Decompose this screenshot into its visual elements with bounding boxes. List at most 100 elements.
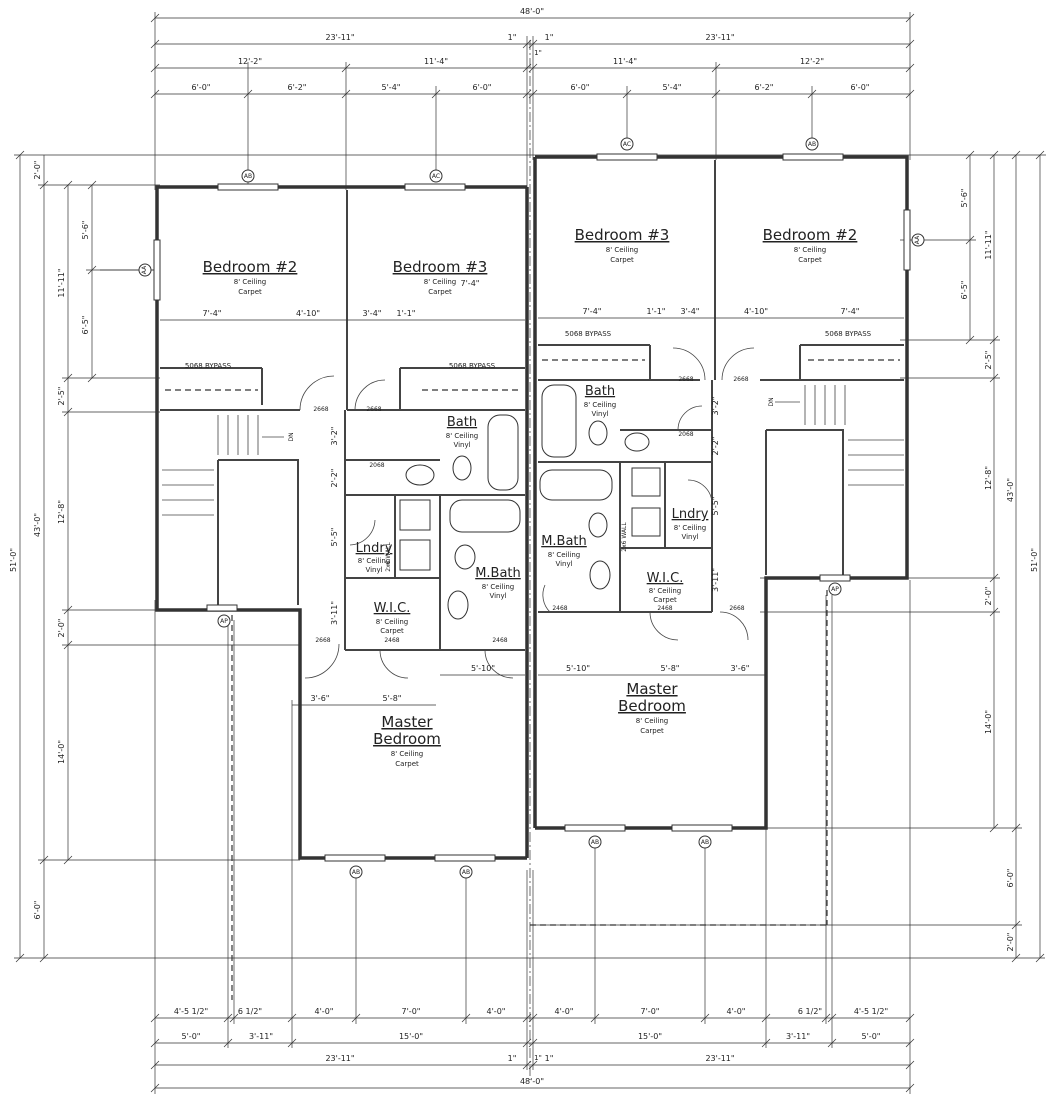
room-wic-left: W.I.C. bbox=[374, 601, 411, 616]
dim-int: 2'-2" bbox=[330, 469, 339, 488]
washer bbox=[631, 467, 661, 497]
room-master-bath-right: M.Bath bbox=[541, 534, 587, 549]
dim-right-d: 2'-0" bbox=[984, 587, 993, 606]
window bbox=[671, 824, 733, 832]
dim-int: 3'-4" bbox=[681, 307, 700, 316]
floor-label: Carpet bbox=[380, 627, 404, 635]
dim-top-s5: 6'-0" bbox=[571, 83, 590, 92]
window bbox=[903, 209, 911, 271]
room-master-left: Master bbox=[381, 713, 433, 731]
room-bedroom-2-left: Bedroom #2 bbox=[203, 258, 298, 276]
wall-note: 2x6 WALL bbox=[385, 542, 392, 572]
door-tag: 2468 bbox=[492, 637, 507, 644]
ceiling-label: 8' Ceiling bbox=[358, 557, 391, 565]
room-master-bath-left: M.Bath bbox=[475, 566, 521, 581]
dim-int: 5'-8" bbox=[661, 664, 680, 673]
dim-bot-c1: 23'-11" bbox=[325, 1054, 354, 1063]
dryer bbox=[631, 507, 661, 537]
dim-right-a: 11'-11" bbox=[984, 230, 993, 259]
dim-int: 4'-10" bbox=[744, 307, 768, 316]
dim-left-e: 14'-0" bbox=[57, 740, 66, 764]
left-dimensions: 51'-0" 43'-0" 2'-0" 11'-11" 5'-6" 6'-5" … bbox=[9, 150, 1045, 963]
dim-bot-b2: 3'-11" bbox=[249, 1032, 273, 1041]
dim-top-l-b: 11'-4" bbox=[424, 57, 448, 66]
party-wall-note: 1" bbox=[534, 1054, 542, 1062]
door-tag: 2468 bbox=[384, 637, 399, 644]
dim-top-s3: 5'-4" bbox=[382, 83, 401, 92]
room-bedroom-3-right: Bedroom #3 bbox=[575, 226, 670, 244]
dim-bot-a7: 7'-0" bbox=[641, 1007, 660, 1016]
dim-right-overall: 51'-0" bbox=[1030, 548, 1039, 572]
window-tag-ab: AB bbox=[462, 869, 470, 876]
dim-top-s6: 5'-4" bbox=[663, 83, 682, 92]
door-tag: 2668 bbox=[366, 406, 381, 413]
dim-top-s1: 6'-0" bbox=[192, 83, 211, 92]
left-room-labels: Bedroom #2 8' Ceiling Carpet Bedroom #3 … bbox=[203, 258, 521, 768]
dim-bot-b6: 5'-0" bbox=[862, 1032, 881, 1041]
right-dimensions: 51'-0" 43'-0" 11'-11" 5'-6" 6'-5" 2'-5" … bbox=[530, 150, 1046, 963]
room-bedroom-2-right: Bedroom #2 bbox=[763, 226, 858, 244]
dim-bot-b5: 3'-11" bbox=[786, 1032, 810, 1041]
window-tag-ab: AB bbox=[244, 173, 252, 180]
door-tag: 2668 bbox=[678, 376, 693, 383]
dim-left-a2: 6'-5" bbox=[81, 316, 90, 335]
dim-top-r-a: 11'-4" bbox=[613, 57, 637, 66]
dim-bot-a3: 4'-0" bbox=[315, 1007, 334, 1016]
dim-int: 7'-4" bbox=[583, 307, 602, 316]
door-tag: 2468 bbox=[552, 605, 567, 612]
dim-bot-b3: 15'-0" bbox=[399, 1032, 423, 1041]
window bbox=[153, 239, 161, 301]
floor-label: Vinyl bbox=[555, 560, 572, 568]
window bbox=[404, 183, 466, 191]
ceiling-label: 8' Ceiling bbox=[391, 750, 424, 758]
dim-bot-a6: 4'-0" bbox=[555, 1007, 574, 1016]
toilet bbox=[588, 512, 608, 538]
top-dimensions: 48'-0" 23'-11" 1" 1" 23'-11" 12'-2" 11'-… bbox=[150, 7, 915, 190]
party-wall-note: 1" bbox=[534, 49, 542, 57]
dim-bot-c4: 23'-11" bbox=[705, 1054, 734, 1063]
dim-left-a: 11'-11" bbox=[57, 268, 66, 297]
window bbox=[564, 824, 626, 832]
bathtub bbox=[487, 414, 519, 491]
dim-bot-a8: 4'-0" bbox=[727, 1007, 746, 1016]
door-tag: 2668 bbox=[315, 637, 330, 644]
window-tag-aa: AA bbox=[141, 265, 148, 274]
shower bbox=[449, 499, 521, 533]
dim-top-s8: 6'-0" bbox=[851, 83, 870, 92]
dim-right-sub: 43'-0" bbox=[1006, 478, 1015, 502]
door-tag: 2468 bbox=[657, 605, 672, 612]
window-tag-ab: AB bbox=[701, 839, 709, 846]
door-tag: 2668 bbox=[313, 406, 328, 413]
floor-label: Carpet bbox=[653, 596, 677, 604]
door-tag: 2068 bbox=[678, 431, 693, 438]
closet-note: 5068 BYPASS bbox=[565, 330, 612, 338]
window-tag-ab: AB bbox=[352, 869, 360, 876]
dim-top-s4: 6'-0" bbox=[473, 83, 492, 92]
shower bbox=[539, 469, 613, 501]
dim-int: 7'-4" bbox=[461, 279, 480, 288]
floor-label: Carpet bbox=[640, 727, 664, 735]
window bbox=[596, 153, 658, 161]
window bbox=[206, 604, 238, 612]
plan-notes: 5068 BYPASS 5068 BYPASS 5068 BYPASS 5068… bbox=[185, 49, 872, 1062]
ceiling-label: 8' Ceiling bbox=[794, 246, 827, 254]
stair-down-label: DN bbox=[768, 397, 775, 406]
ceiling-label: 8' Ceiling bbox=[548, 551, 581, 559]
dim-right-f: 6'-0" bbox=[1006, 869, 1015, 888]
room-bedroom-3-left: Bedroom #3 bbox=[393, 258, 488, 276]
room-master-right-2: Bedroom bbox=[618, 697, 686, 715]
dim-int: 5'-10" bbox=[471, 664, 495, 673]
dim-bot-b4: 15'-0" bbox=[638, 1032, 662, 1041]
dim-top-party-left: 1" bbox=[508, 33, 517, 42]
dim-right-c: 12'-8" bbox=[984, 466, 993, 490]
window bbox=[782, 153, 844, 161]
window-tag-ab: AB bbox=[808, 141, 816, 148]
floor-label: Carpet bbox=[610, 256, 634, 264]
dim-int: 5'-8" bbox=[383, 694, 402, 703]
sink bbox=[447, 590, 469, 620]
dim-bot-a1: 4'-5 1/2" bbox=[174, 1007, 208, 1016]
dim-left-a1: 5'-6" bbox=[81, 221, 90, 240]
door-tag: 2068 bbox=[369, 462, 384, 469]
window bbox=[324, 854, 386, 862]
ceiling-label: 8' Ceiling bbox=[424, 278, 457, 286]
